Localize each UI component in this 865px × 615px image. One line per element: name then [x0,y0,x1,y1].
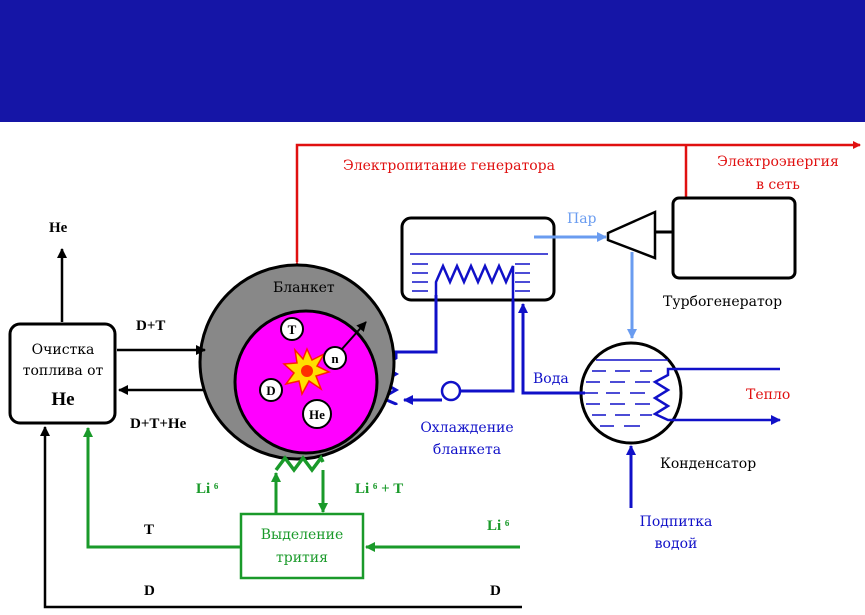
blanket-li-coil-icon [274,454,325,473]
power-supply-line [293,141,861,269]
dt-label: D+T [136,318,165,334]
turbine-icon [606,210,657,260]
power-supply-label: Электропитание генератора [343,158,555,174]
tritium-return-line [83,427,241,549]
particle-n-label: n [331,351,339,366]
power-to-grid-label-1: Электроэнергия [717,154,839,170]
steam-coil-icon [434,262,515,300]
condenser-coil-icon [652,367,781,425]
particle-he-label: He [309,407,325,422]
d-right-label: D [490,583,501,599]
steam-generator-tank [400,216,556,302]
heat-label: Тепло [746,387,790,403]
makeup-label-1: Подпитка [640,514,713,530]
power-to-grid-label-2: в сеть [756,177,800,193]
reactor-blanket [198,263,396,473]
tritium-unit-label-2: трития [276,550,328,566]
condenser-label: Конденсатор [660,456,756,472]
fuel-cleaning-unit [8,322,117,425]
tritium-unit-label-1: Выделение [261,527,343,543]
li6-right-label: Li ⁶ [487,518,510,534]
deuterium-feed-line [40,426,522,609]
cooling-label-1: Охлаждение [420,420,513,436]
steam-label: Пар [567,211,597,227]
li6-left-label: Li ⁶ [196,481,219,497]
water-label: Вода [533,371,569,387]
cleaning-label-3: He [51,389,74,410]
turbogenerator [606,196,797,280]
t-label: T [144,522,154,538]
power-lines [293,141,861,269]
tritium-lines [83,427,520,580]
particle-n [323,321,367,370]
d-left-label: D [144,583,155,599]
condenser [579,341,781,445]
blanket-cooling-loop [378,295,515,406]
li6-t-label: Li ⁶ + T [355,481,403,497]
cooling-label-2: бланкета [433,442,501,458]
turbogenerator-label: Турбогенератор [663,294,782,310]
particle-he [302,399,332,429]
particle-t-label: T [288,322,297,337]
cleaning-label-2: топлива от [23,363,104,379]
cleaning-label-1: Очистка [32,342,95,358]
particle-d-label: D [266,383,275,398]
particle-t [280,317,304,341]
title-banner [0,0,865,122]
particle-d [259,378,283,402]
tritium-extraction-unit [239,512,365,580]
cooling-pump-icon [440,380,462,402]
he-top-label: He [49,220,68,236]
water-return-line [518,303,585,395]
dt-he-label: D+T+He [130,416,187,432]
makeup-label-2: водой [655,536,698,552]
blanket-label: Бланкет [273,280,335,296]
generator-box [671,196,797,280]
